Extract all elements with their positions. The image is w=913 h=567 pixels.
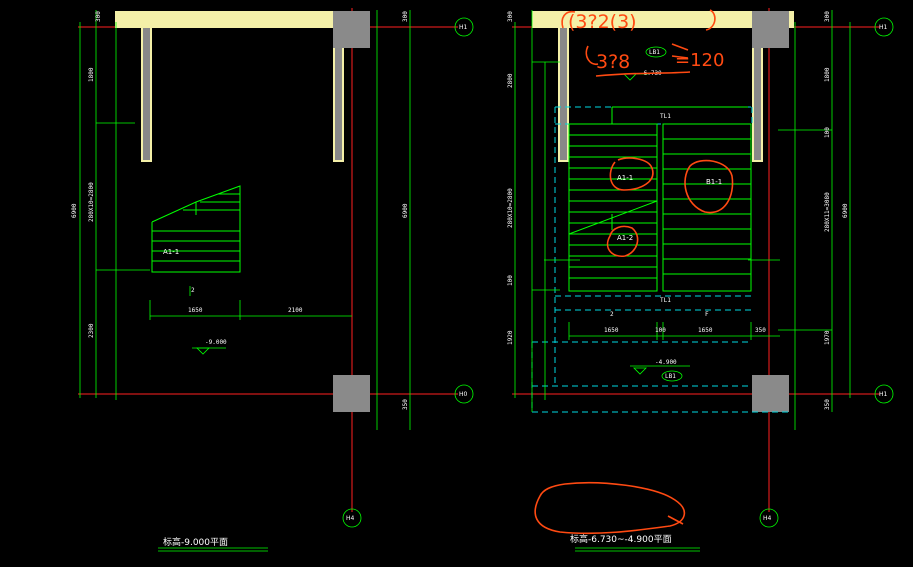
axis-label-h4-left: H4 xyxy=(346,515,355,522)
dim-overall-left: 6900 xyxy=(71,203,78,218)
dashed-beams-right xyxy=(531,106,790,413)
stair-flight-left xyxy=(151,185,241,273)
dim-h-350-right: 350 xyxy=(755,327,766,334)
markup-text-2: 3?8 xyxy=(596,51,630,73)
dim-h-1650-left: 1650 xyxy=(188,307,203,314)
dim-h-2100-left: 2100 xyxy=(288,307,303,314)
axis-label-h1-right: H1 xyxy=(879,24,888,31)
dim-right-300-right: 300 xyxy=(824,11,831,22)
dim-right-6900-left: 6900 xyxy=(402,203,409,218)
stair-flights-right xyxy=(568,106,752,292)
dim-right-100-right: 100 xyxy=(824,127,831,138)
dim-right-300-left: 300 xyxy=(402,11,409,22)
top-wall-left xyxy=(115,11,350,28)
flight-label-a1-1: A1-1 xyxy=(617,174,633,182)
column-top-right xyxy=(752,11,789,48)
axis-label-h1b-right: H1 xyxy=(879,391,888,398)
axis-label-h4-right: H4 xyxy=(763,515,772,522)
beam-label-bottom-right: LB1 xyxy=(665,373,676,380)
dim-left-2800-right: 2800 xyxy=(507,73,514,88)
dim-top-left: 300 xyxy=(95,11,102,22)
right-plan: -6.730 -4.900 LB1 LB1 TL1 TL1 A1-1 A1-2 … xyxy=(507,8,894,552)
dimension-lines-right xyxy=(514,10,851,552)
level-marker-left xyxy=(196,347,210,355)
top-wall-right xyxy=(532,11,794,28)
flight-label-a1-2: A1-2 xyxy=(617,234,633,242)
grid-tick-right-1: 2 xyxy=(610,311,614,318)
dim-left-1920-right: 1920 xyxy=(507,330,514,345)
dim-left-stair-right: 280X10=2800 xyxy=(507,188,514,228)
column-top-right-left xyxy=(333,11,370,48)
axis-label-h0-left: H0 xyxy=(459,391,468,398)
level-label-bottom-right: -4.900 xyxy=(655,359,677,366)
axis-bubble-h4-right xyxy=(759,508,779,528)
dim-h-100-right: 100 xyxy=(655,327,666,334)
column-bottom-right xyxy=(752,375,789,412)
right-wall-inner xyxy=(335,48,342,160)
tl-label-top-right: TL1 xyxy=(660,113,671,120)
level-marker-top-right xyxy=(623,73,637,81)
right-wall-right-inner xyxy=(754,48,761,160)
dim-top-right: 300 xyxy=(507,11,514,22)
level-marker-bottom-right xyxy=(633,367,647,375)
beam-bubble-top-right xyxy=(645,46,667,58)
beam-label-top-right: LB1 xyxy=(649,49,660,56)
markup-annotations xyxy=(534,9,734,535)
column-bottom-left xyxy=(333,375,370,412)
left-plan-title: 标高-9.000平面 xyxy=(163,536,228,548)
dim-h-1650-a-right: 1650 xyxy=(604,327,619,334)
dim-left-100-right: 100 xyxy=(507,275,514,286)
axis-bubble-h1-left xyxy=(454,17,474,37)
right-plan-title: 标高-6.730~-4.900平面 xyxy=(570,533,672,545)
dim-right-1970-right: 1970 xyxy=(824,330,831,345)
beam-bubble-bottom-right xyxy=(661,370,683,382)
left-wall-right-inner xyxy=(560,28,567,160)
axis-label-h1-left: H1 xyxy=(459,24,468,31)
dim-left-2800: 280X10=2800 xyxy=(88,182,95,222)
axis-bubble-h1-right xyxy=(874,17,894,37)
dim-right-stair-right: 280X11=3080 xyxy=(824,192,831,232)
grid-tick-left: 2 xyxy=(191,287,195,294)
tl-label-bottom-right: TL1 xyxy=(660,297,671,304)
dim-right-350-right: 350 xyxy=(824,399,831,410)
grid-tick-right-2: F xyxy=(705,311,709,318)
axis-bubble-h1b-right xyxy=(874,384,894,404)
left-plan: A1-1 -9.000 2 300 1800 280X10=2800 2300 … xyxy=(71,8,474,552)
axis-bubble-h4-left xyxy=(342,508,362,528)
stair-label-left: A1-1 xyxy=(163,248,179,256)
dim-right-1800-right: 1800 xyxy=(824,67,831,82)
level-label-left: -9.000 xyxy=(205,339,227,346)
dim-left-1800: 1800 xyxy=(88,67,95,82)
dim-right-350-left: 350 xyxy=(402,399,409,410)
markup-text-3: =120 xyxy=(675,50,724,71)
axis-bubble-h0-left xyxy=(454,384,474,404)
dim-overall-right: 6900 xyxy=(842,203,849,218)
left-wall-inner xyxy=(143,28,150,160)
dim-left-2300: 2300 xyxy=(88,323,95,338)
flight-label-b1-1: B1-1 xyxy=(706,178,722,186)
dimension-lines-left xyxy=(79,10,411,552)
dim-h-1650-b-right: 1650 xyxy=(698,327,713,334)
markup-text-1: (3?2(3) xyxy=(568,11,637,33)
